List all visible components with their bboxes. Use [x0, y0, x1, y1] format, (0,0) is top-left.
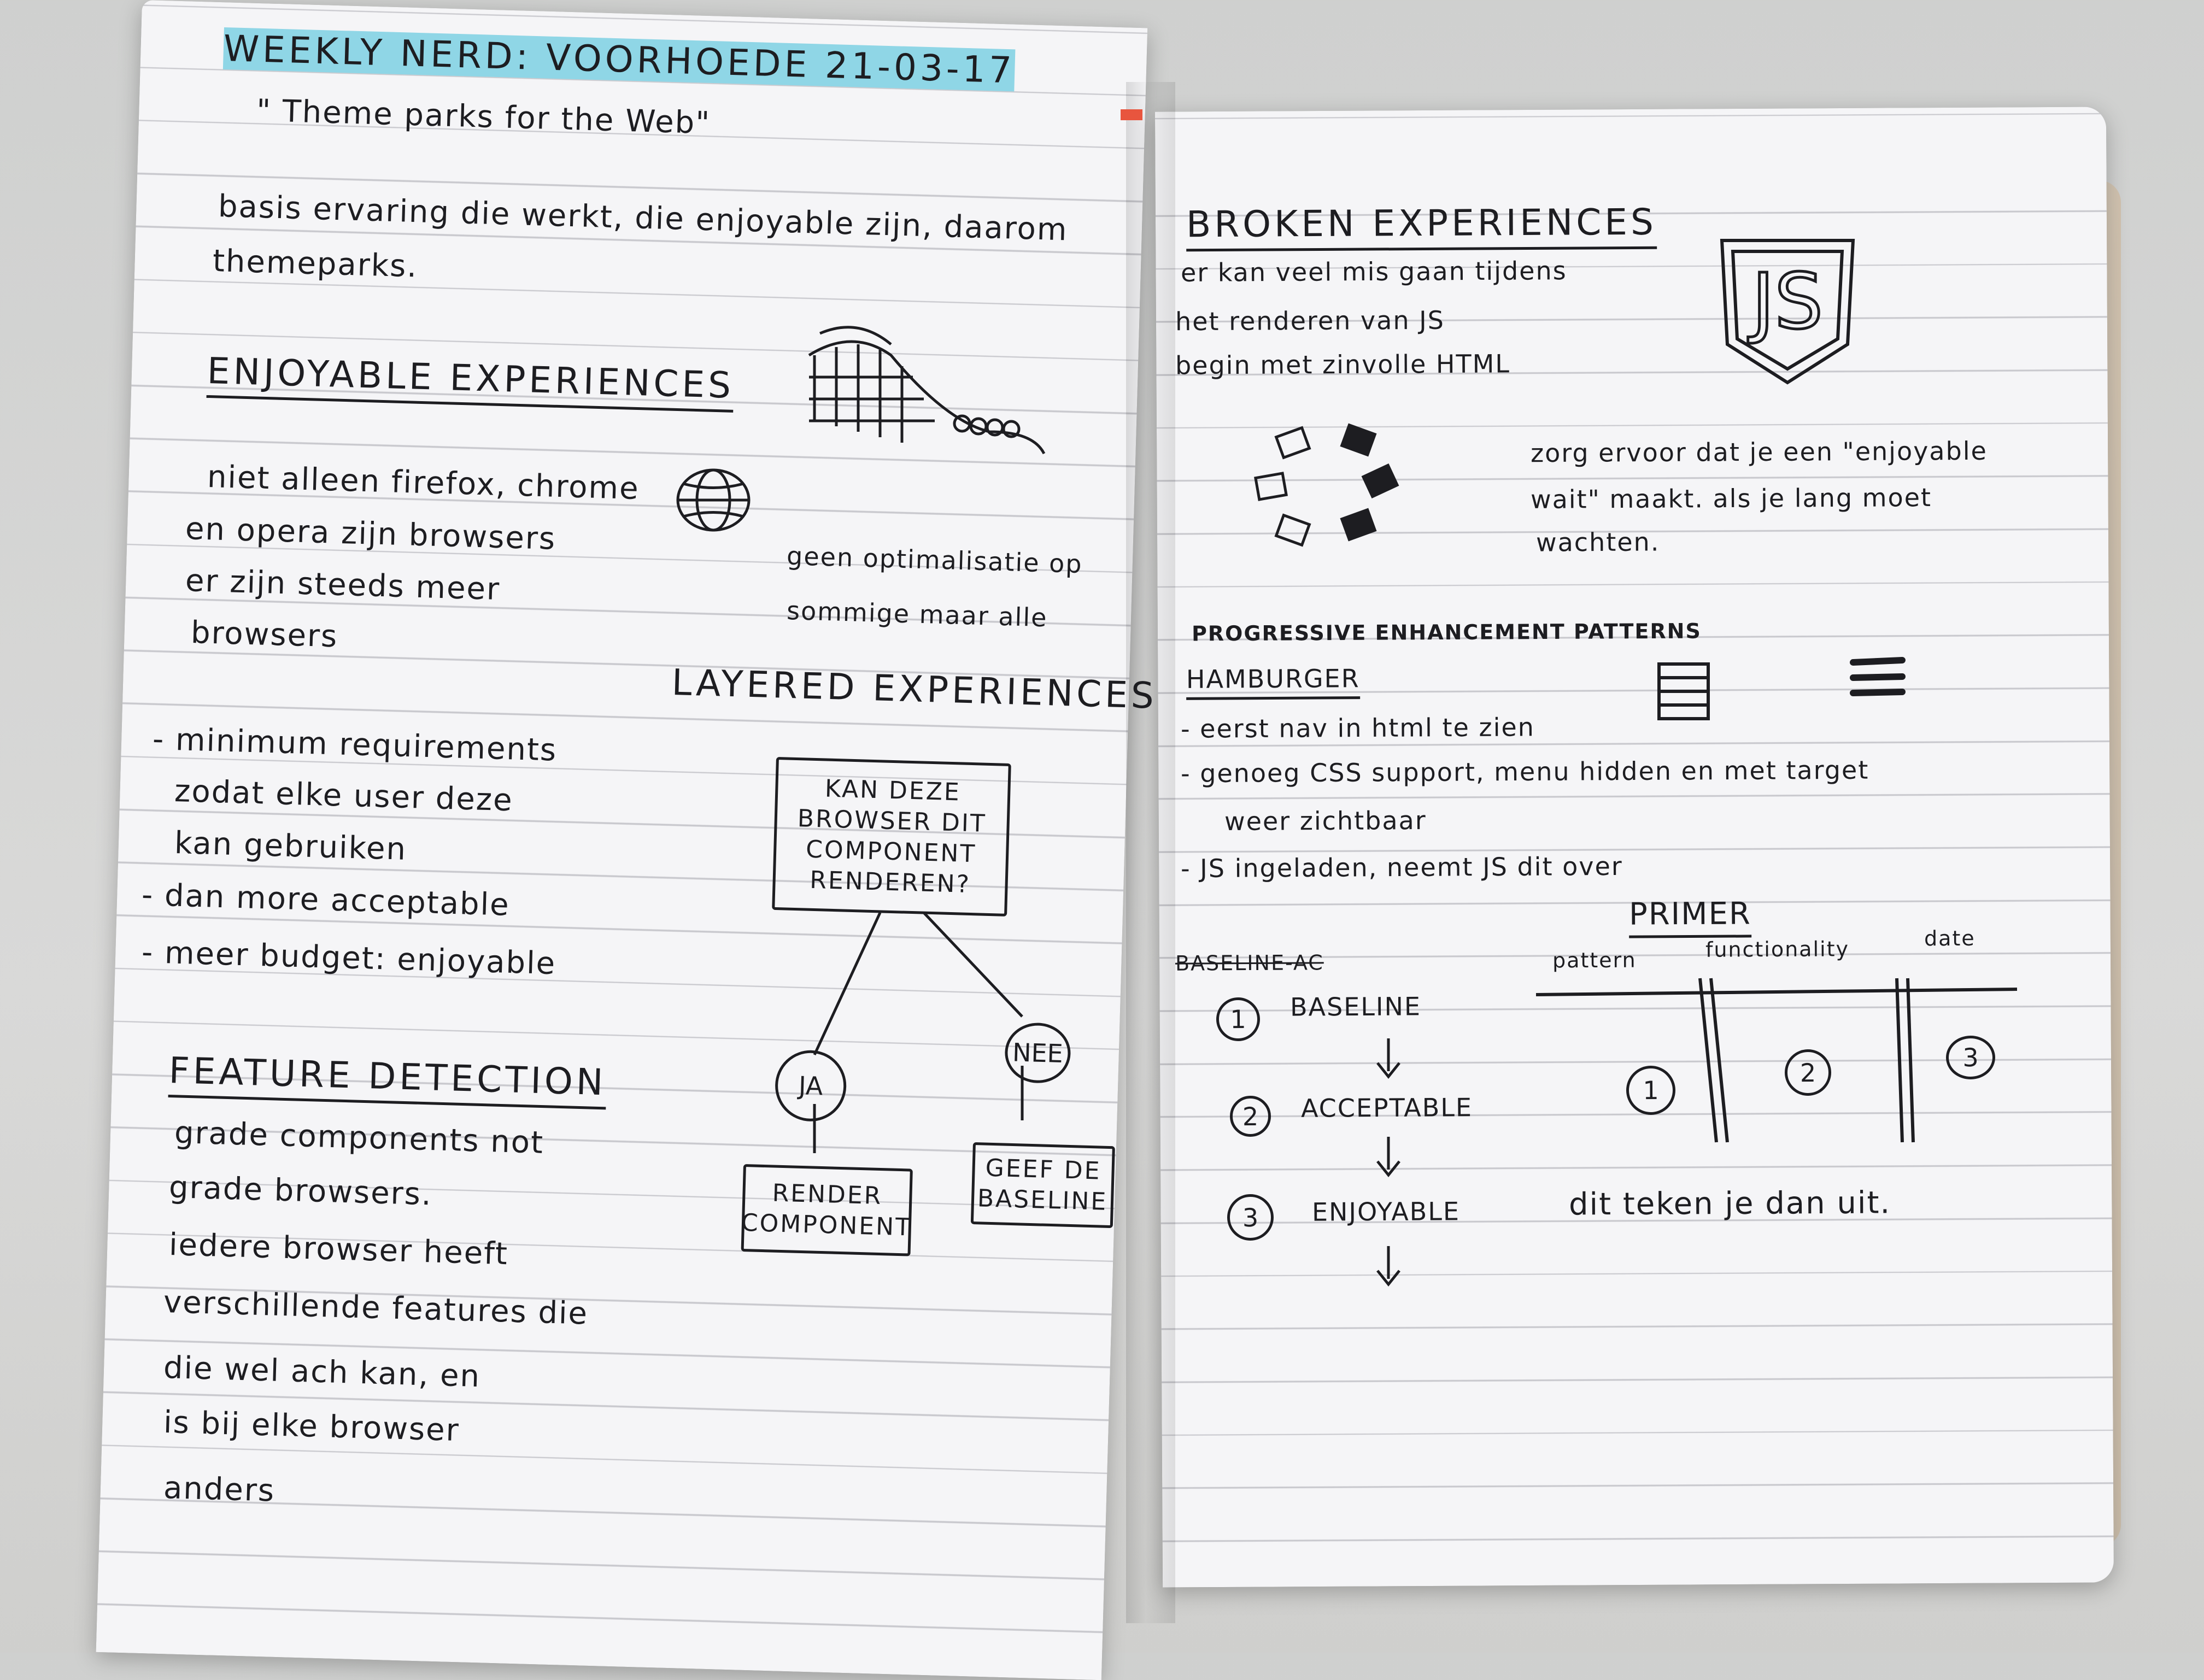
table-value-date: 3: [1945, 1035, 1996, 1080]
conclusion-text: dit teken je dan uit.: [1568, 1185, 1891, 1223]
step-3-number: 3: [1227, 1194, 1274, 1241]
requirements-line-3: kan gebruiken: [174, 825, 407, 867]
bookmark-ribbon: [1121, 109, 1142, 120]
step-2-number: 2: [1229, 1095, 1271, 1137]
table-header-pattern: pattern: [1552, 948, 1637, 973]
feature-line-7: anders: [163, 1470, 276, 1509]
diagram-question-box: KAN DEZE BROWSER DIT COMPONENT RENDEREN?: [772, 757, 1011, 917]
table-header-functionality: functionality: [1705, 937, 1850, 962]
hamburger-drawer-icon: [1657, 662, 1710, 720]
wait-line-2: wait" maakt. als je lang moet: [1530, 483, 1932, 514]
primer-table-lines: [1535, 978, 2018, 1143]
hamburger-heading: HAMBURGER: [1186, 663, 1360, 700]
wait-line-3: wachten.: [1535, 527, 1660, 557]
give-baseline-box: GEEF DE BASELINE: [970, 1142, 1115, 1229]
globe-icon: [676, 468, 751, 532]
broken-line-1: er kan veel mis gaan tijdens: [1180, 256, 1567, 287]
step-1-number: 1: [1216, 997, 1261, 1042]
hamburger-menu-icon: [1850, 657, 1906, 696]
wait-line-1: zorg ervoor dat je een "enjoyable: [1530, 436, 1988, 468]
step-baseline: BASELINE: [1289, 991, 1422, 1022]
broken-line-3: begin met zinvolle HTML: [1175, 349, 1511, 380]
primer-label: PRIMER: [1628, 896, 1752, 938]
hamburger-line-3: weer zichtbaar: [1224, 806, 1427, 836]
rollercoaster-sketch: [808, 326, 1046, 455]
hamburger-line-1: - eerst nav in html te zien: [1180, 712, 1535, 744]
loading-spinner-icon: [1254, 423, 1399, 547]
table-value-functionality: 2: [1784, 1049, 1832, 1096]
progressive-heading: PROGRESSIVE ENHANCEMENT PATTERNS: [1191, 619, 1702, 646]
browsers-line-4: browsers: [190, 615, 339, 655]
hamburger-line-2: - genoeg CSS support, menu hidden en met…: [1180, 755, 1869, 789]
intro-line-2: themeparks.: [212, 243, 419, 285]
js-shield-icon: JS: [1720, 239, 1855, 385]
decision-tree-lines: [813, 912, 1024, 1153]
broken-line-2: het renderen van JS: [1175, 305, 1445, 337]
table-value-pattern: 1: [1626, 1065, 1676, 1115]
feature-line-2: grade browsers.: [168, 1170, 433, 1213]
notebook-spine: [1126, 82, 1175, 1623]
render-component-box: RENDER COMPONENT: [741, 1164, 913, 1256]
js-logo-text: JS: [1748, 257, 1823, 346]
hamburger-line-4: - JS ingeladen, neemt JS dit over: [1180, 851, 1623, 884]
step-arrows: [1376, 1038, 1400, 1287]
baseline-struck: BASELINE-AC: [1175, 950, 1324, 976]
broken-heading: BROKEN EXPERIENCES: [1186, 201, 1657, 252]
table-header-date: date: [1924, 926, 1976, 951]
